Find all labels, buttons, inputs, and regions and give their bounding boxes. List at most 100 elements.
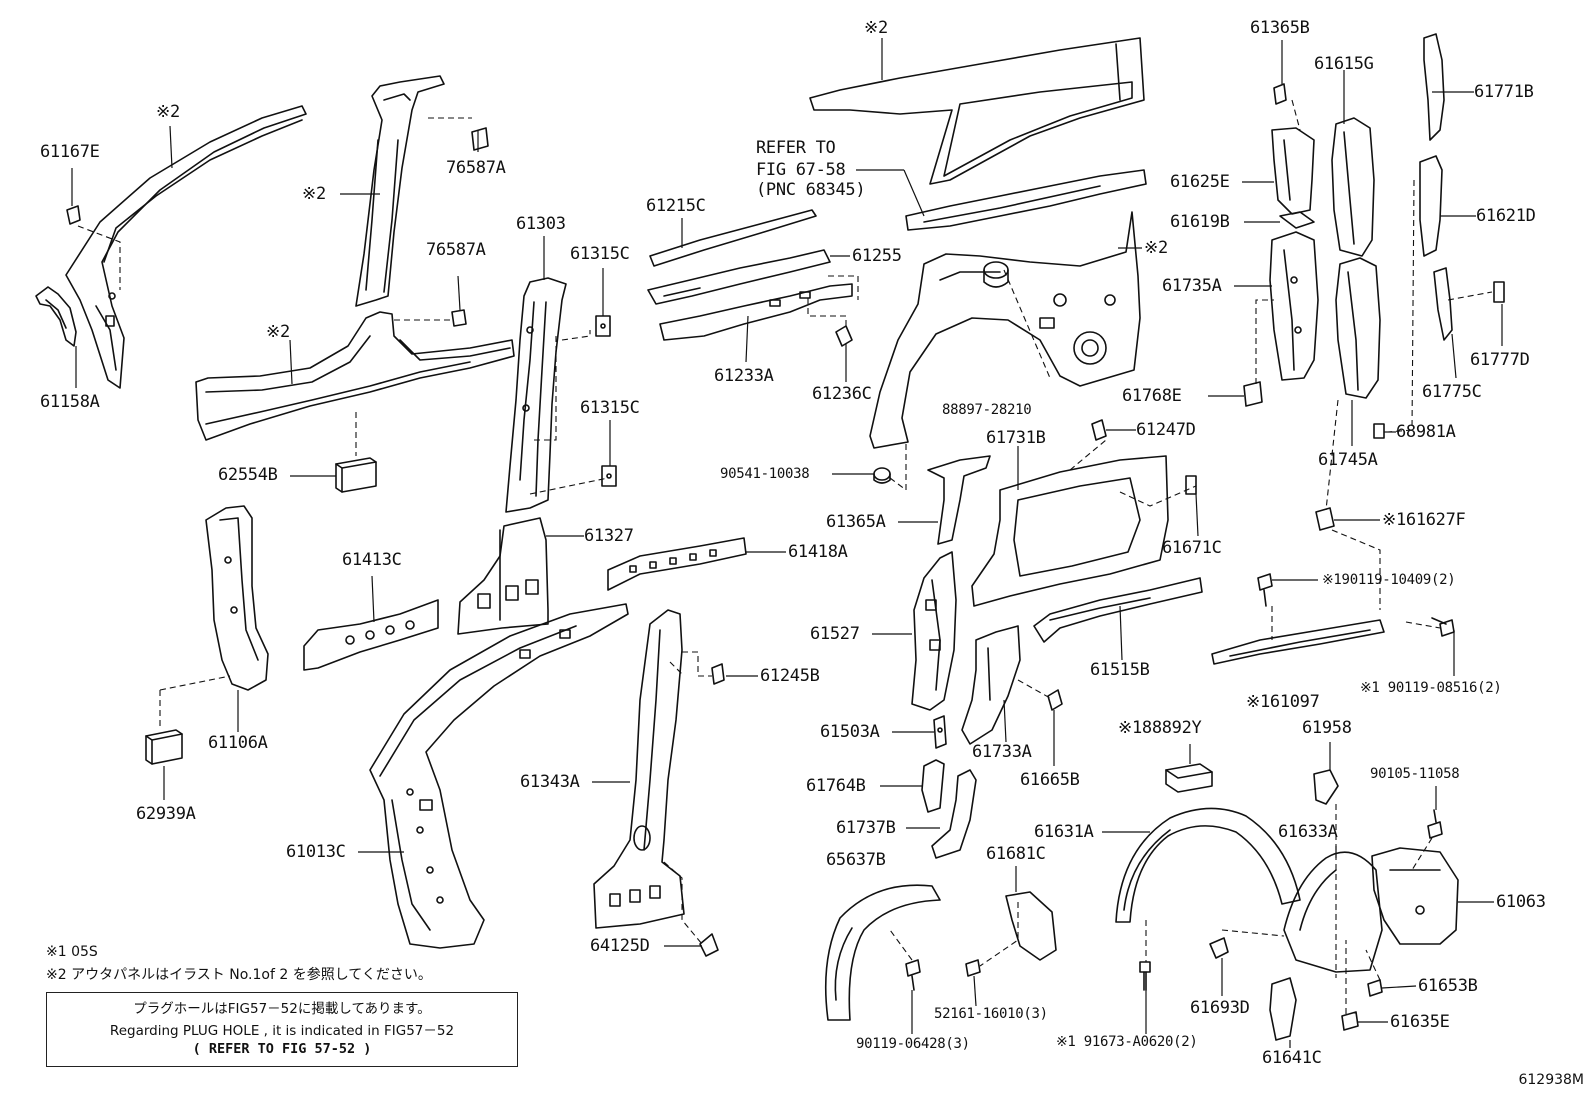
label-61731B: 61731B (986, 428, 1046, 448)
pillar-61625E (1271, 127, 1315, 215)
plate-68981A (1373, 423, 1385, 439)
label-61413C: 61413C (342, 550, 402, 570)
label-61418A: 61418A (788, 542, 848, 562)
clip-61236C (835, 325, 853, 347)
fender-liner-65637B (824, 884, 941, 1021)
label-61503A: 61503A (820, 722, 880, 742)
bracket-61665B (1047, 689, 1063, 711)
label-61619B: 61619B (1170, 212, 1230, 232)
label-61515B: 61515B (1090, 660, 1150, 680)
bracket-61315C-upper (595, 315, 611, 337)
panel-61327 (457, 517, 549, 635)
panel-61733A (961, 625, 1021, 745)
pillar-61745A (1335, 257, 1381, 399)
label-188892Y: ※188892Y (1118, 718, 1202, 738)
sill-reinforcement-61413C (303, 599, 439, 671)
label-note2-center-pillar: ※2 (302, 184, 326, 204)
screw-52161 (965, 959, 981, 977)
front-pillar-outer (65, 105, 307, 389)
clip-61365B (1273, 83, 1287, 105)
rail-61215C (649, 209, 817, 267)
clip-61958 (1313, 769, 1339, 805)
bracket-61315C-lower (601, 465, 617, 487)
label-68981A: 68981A (1396, 422, 1456, 442)
label-91673-A0620: ※1 91673-A0620(2) (1056, 1034, 1198, 1050)
label-61106A: 61106A (208, 733, 268, 753)
pillar-61621D (1419, 155, 1443, 257)
bracket-64125D (699, 933, 719, 957)
rail-61418A (607, 537, 747, 591)
notice-line-2: Regarding PLUG HOLE , it is indicated in… (109, 1023, 455, 1039)
label-61063: 61063 (1496, 892, 1546, 912)
seal-76587A-upper (471, 127, 489, 151)
rail-61255 (647, 249, 831, 305)
label-61633A: 61633A (1278, 822, 1338, 842)
dashed-lines (77, 99, 1493, 1014)
label-64125D: 64125D (590, 936, 650, 956)
label-61771B: 61771B (1474, 82, 1534, 102)
label-61247D: 61247D (1136, 420, 1196, 440)
label-61671C: 61671C (1162, 538, 1222, 558)
rail-161097 (1211, 619, 1385, 665)
label-61681C: 61681C (986, 844, 1046, 864)
label-61733A: 61733A (972, 742, 1032, 762)
label-61615G: 61615G (1314, 54, 1374, 74)
label-61775C: 61775C (1422, 382, 1482, 402)
label-61737B: 61737B (836, 818, 896, 838)
seal-76587A-lower (451, 309, 467, 327)
catalog-number: 612938M (1518, 1072, 1584, 1088)
label-61167E: 61167E (40, 142, 100, 162)
quarter-frame-61731B (971, 455, 1169, 607)
label-76587A-upper: 76587A (446, 158, 506, 178)
label-62554B: 62554B (218, 465, 278, 485)
label-note2-front-pillar: ※2 (156, 102, 180, 122)
notice-line-1: プラグホールはFIG57－52に掲載してあります。 (133, 1001, 431, 1017)
nut-90541 (873, 467, 891, 484)
label-note2-rocker: ※2 (266, 322, 290, 342)
label-refer-to: REFER TO (756, 138, 836, 158)
label-61621D: 61621D (1476, 206, 1536, 226)
bracket-61619B (1279, 211, 1315, 229)
notice-line-3: ( REFER TO FIG 57-52 ) (192, 1041, 372, 1057)
label-61215C: 61215C (646, 196, 706, 216)
block-62939A (145, 729, 183, 765)
quarter-outer-upper (809, 37, 1145, 185)
note-1: ※1 05S (46, 944, 98, 960)
rail-61233A (659, 283, 853, 341)
pad-188892Y (1165, 763, 1213, 793)
bolt-90105-11058 (1427, 809, 1443, 839)
label-161627F: ※161627F (1382, 510, 1466, 530)
label-note2-roof: ※2 (864, 18, 888, 38)
clip-61693D (1209, 937, 1229, 959)
label-90541-10038: 90541-10038 (720, 466, 810, 482)
label-65637B: 65637B (826, 850, 886, 870)
label-161097: ※161097 (1246, 692, 1320, 712)
label-61777D: 61777D (1470, 350, 1530, 370)
plug-hole-notice: プラグホールはFIG57－52に掲載してあります。 Regarding PLUG… (46, 992, 518, 1067)
wheel-housing-61631A (1115, 807, 1301, 923)
rocker-panel (195, 311, 515, 441)
bracket-61158A (35, 286, 77, 347)
label-190119-10409: ※190119-10409(2) (1322, 572, 1456, 588)
label-90119-06428: 90119-06428(3) (856, 1036, 970, 1052)
clip-61653B (1367, 979, 1383, 997)
label-61764B: 61764B (806, 776, 866, 796)
label-61745A: 61745A (1318, 450, 1378, 470)
pillar-61771B (1423, 33, 1445, 141)
label-61653B: 61653B (1418, 976, 1478, 996)
bolt-190119-10409 (1257, 573, 1273, 607)
pillar-61343A (593, 609, 685, 929)
label-61315C-upper: 61315C (570, 244, 630, 264)
bracket-61768E (1243, 381, 1263, 407)
label-61236C: 61236C (812, 384, 872, 404)
clip-61245B (711, 663, 725, 685)
roof-rail-pnc-68345 (905, 169, 1147, 231)
rail-61515B (1033, 577, 1203, 643)
bracket-61764B (921, 759, 945, 813)
screw-90119-06428 (905, 959, 921, 991)
label-61635E: 61635E (1390, 1012, 1450, 1032)
pillar-61527 (911, 551, 957, 711)
seal-61671C (1185, 475, 1197, 495)
label-52161-16010: 52161-16010(3) (934, 1006, 1048, 1022)
